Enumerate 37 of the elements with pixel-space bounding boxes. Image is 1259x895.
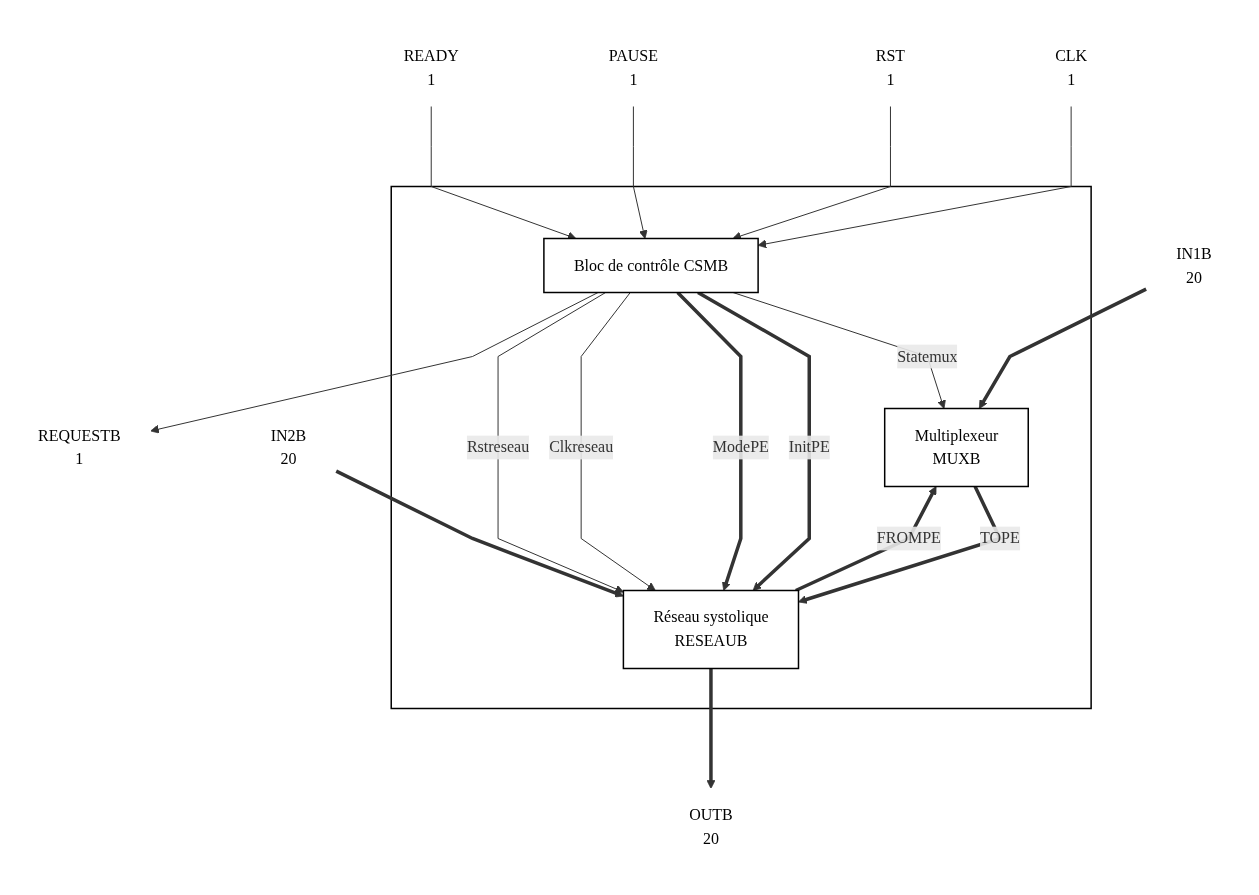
arrow (580, 292, 656, 591)
node-text: REQUESTB (38, 426, 121, 444)
arrow (430, 106, 577, 240)
node-box: Bloc de contrôle CSMB (543, 237, 759, 294)
edge-label: ModePE (712, 438, 769, 456)
node-label: 1 (427, 70, 436, 88)
edge-label: InitPE (788, 438, 830, 456)
node-label: 20 (1185, 268, 1202, 286)
node-text: IN2B (270, 426, 307, 444)
node-box: Multiplexeur MUXB (883, 407, 1029, 488)
edge-label: Statemux (897, 347, 958, 365)
node-text: READY (403, 46, 459, 64)
edge-label: Clkreseau (549, 438, 614, 456)
node-text: PAUSE (608, 46, 658, 64)
arrow (706, 668, 716, 789)
edge-label: Rstreseau (466, 438, 530, 456)
node-text: CLK (1055, 46, 1088, 64)
node-label: 1 (886, 70, 895, 88)
node-label: 20 (280, 450, 297, 468)
edge-label: TOPE (980, 529, 1020, 547)
node-text: IN1B (1176, 244, 1212, 262)
arrow (676, 291, 743, 591)
node-label: 1 (75, 450, 84, 468)
node-label: 1 (1067, 70, 1076, 88)
arrow (978, 287, 1147, 409)
cluster (390, 185, 1092, 710)
node-box: Réseau systolique RESEAUB (622, 589, 800, 670)
arrow (632, 106, 648, 239)
arrow (335, 469, 624, 598)
arrow (150, 292, 599, 434)
node-text: RST (875, 46, 906, 64)
arrow (697, 291, 811, 591)
node-label: 20 (702, 830, 719, 848)
edge-label: FROMPE (876, 529, 941, 547)
arrow (497, 292, 624, 593)
node-label: 1 (629, 70, 638, 88)
node-text: OUTB (689, 806, 733, 824)
